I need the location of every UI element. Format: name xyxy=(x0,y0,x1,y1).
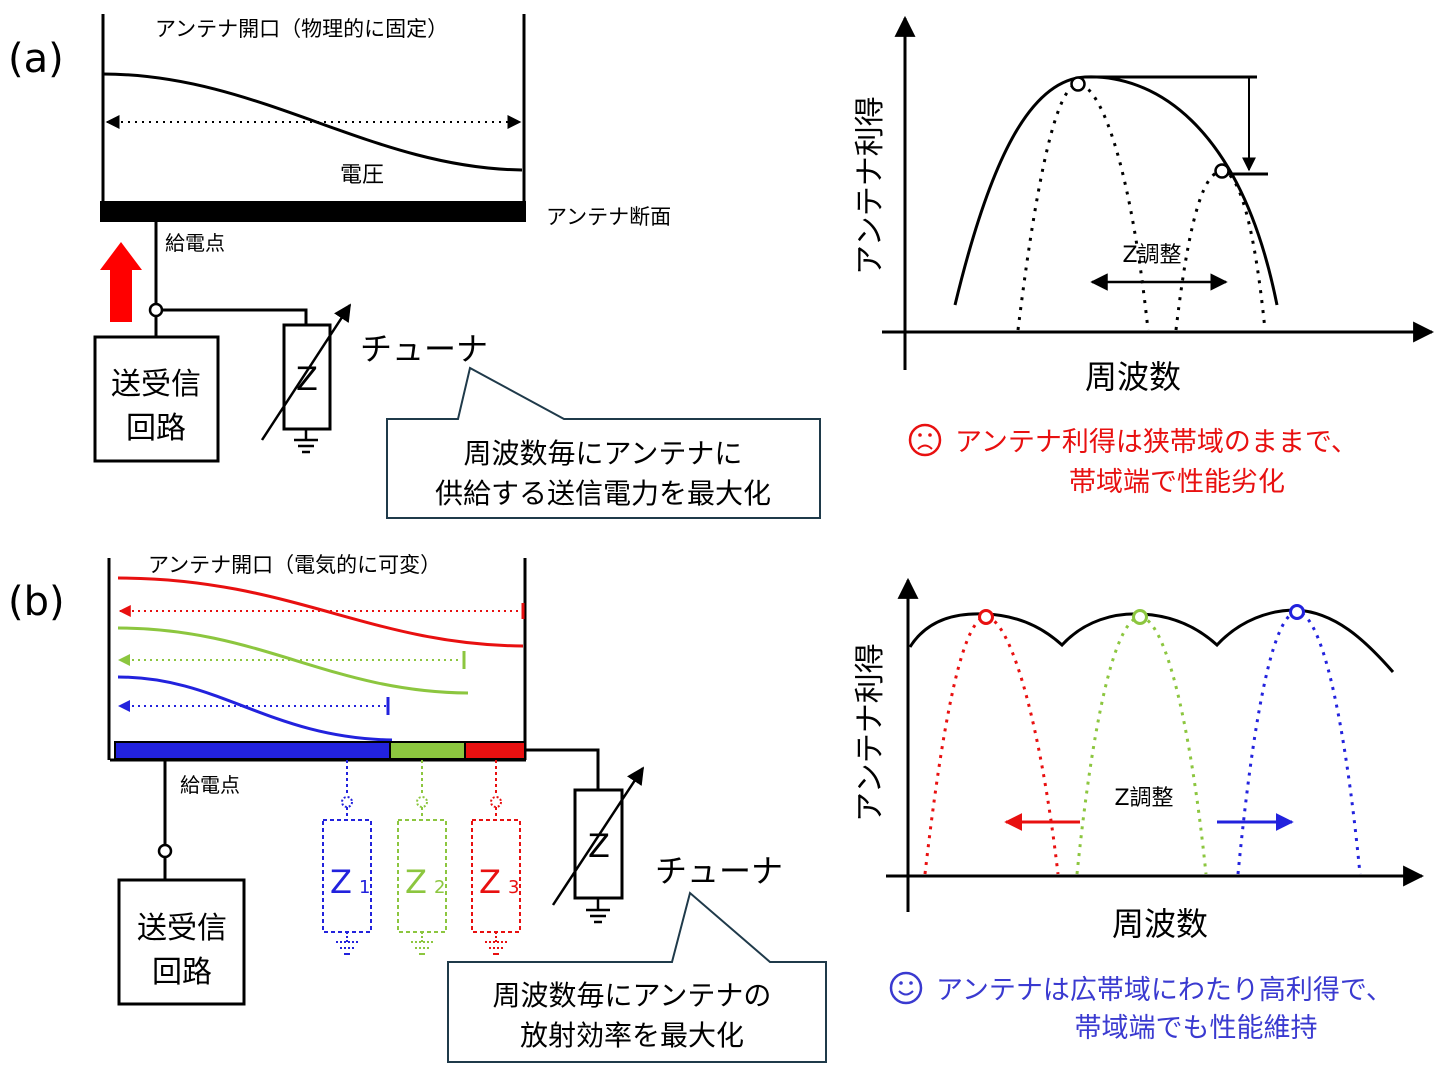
voltage-label: 電圧 xyxy=(340,163,384,188)
transceiver-line-1: 送受信 xyxy=(137,911,227,946)
peak-marker-red xyxy=(978,609,994,625)
peak-marker-1 xyxy=(1070,76,1086,92)
frown-face-icon xyxy=(908,423,942,457)
cross-section-blue xyxy=(114,741,391,760)
z-adjust-label: Z調整 xyxy=(1114,786,1173,811)
cross-section-red xyxy=(464,741,526,760)
variable-arrow xyxy=(551,766,645,906)
gain-curve-green xyxy=(1075,615,1208,875)
feed-point-node xyxy=(148,302,164,318)
z1-main: Z xyxy=(330,863,352,901)
transceiver-line-2: 回路 xyxy=(152,955,212,990)
panel-b: (b) アンテナ開口（電気的に可変） 給電点 送受信 回路 xyxy=(8,553,1425,1063)
ground-icon xyxy=(294,429,318,454)
gain-graph-a: アンテナ利得 周波数 Z調整 xyxy=(853,15,1435,396)
tuner-wire xyxy=(162,308,308,325)
z1-sub: 1 xyxy=(359,877,370,898)
callout-line-2: 供給する送信電力を最大化 xyxy=(435,477,771,510)
result-a-line-1: アンテナ利得は狭帯域のままで、 xyxy=(955,427,1358,458)
z3-main: Z xyxy=(479,863,501,901)
smile-face-icon xyxy=(889,971,923,1005)
callout-line-1: 周波数毎にアンテナに xyxy=(464,437,743,470)
feed-point-label: 給電点 xyxy=(165,231,225,255)
aperture-start-blue xyxy=(118,700,130,712)
impedance-z3: Z 3 xyxy=(471,760,521,955)
transceiver-line-2: 回路 xyxy=(126,411,186,446)
panel-a: (a) アンテナ開口（物理的に固定） 電圧 アンテナ断面 給電点 送受信 回路 … xyxy=(8,14,1435,519)
cross-section-label: アンテナ断面 xyxy=(546,205,671,229)
x-axis-label: 周波数 xyxy=(1085,358,1181,396)
y-axis-label: アンテナ利得 xyxy=(853,643,888,822)
peak-marker-2 xyxy=(1214,163,1230,179)
y-axis-label: アンテナ利得 xyxy=(853,96,888,275)
callout-line-2: 放射効率を最大化 xyxy=(520,1019,744,1052)
transceiver-box xyxy=(117,878,246,1006)
transceiver-line-1: 送受信 xyxy=(111,367,201,402)
ground-icon xyxy=(586,898,610,924)
impedance-z1: Z 1 xyxy=(322,760,372,955)
gain-curve-tuned-1 xyxy=(1016,82,1150,331)
gain-curve-blue xyxy=(1236,610,1362,875)
result-a-line-2: 帯域端で性能劣化 xyxy=(1069,467,1285,498)
result-b-line-1: アンテナは広帯域にわたり高利得で、 xyxy=(936,975,1393,1006)
panel-a-label: (a) xyxy=(8,36,64,82)
tuner-impedance-label: Z xyxy=(296,360,318,398)
result-b-line-2: 帯域端でも性能維持 xyxy=(1075,1013,1318,1044)
gain-graph-b: アンテナ利得 周波数 Z調整 xyxy=(853,577,1425,943)
variable-arrow xyxy=(260,303,352,441)
aperture-start-green xyxy=(118,654,130,666)
callout-line-1: 周波数毎にアンテナの xyxy=(493,979,772,1012)
callout-box xyxy=(447,891,827,1063)
tuner-impedance-label: Z xyxy=(588,827,610,865)
voltage-curve-blue xyxy=(117,675,393,742)
aperture-title: アンテナ開口（物理的に固定） xyxy=(155,17,448,41)
aperture-title: アンテナ開口（電気的に可変） xyxy=(148,553,441,577)
peak-marker-blue xyxy=(1289,604,1305,620)
gain-curve-tuned-2 xyxy=(1174,169,1267,331)
feed-point-label: 給電点 xyxy=(180,773,240,797)
peak-marker-green xyxy=(1132,609,1148,625)
callout-box xyxy=(386,366,821,519)
transceiver-box xyxy=(93,335,220,463)
tuner-label: チューナ xyxy=(655,852,783,890)
panel-b-label: (b) xyxy=(8,579,65,625)
cross-section-green xyxy=(389,741,466,760)
z-adjust-label: Z調整 xyxy=(1122,243,1181,268)
tuner-wire xyxy=(526,748,600,790)
tuner-label: チューナ xyxy=(360,330,488,368)
feed-power-arrow xyxy=(100,242,142,322)
x-axis-label: 周波数 xyxy=(1112,905,1208,943)
voltage-curve xyxy=(102,72,523,172)
feed-point-node xyxy=(157,843,173,859)
impedance-z2: Z 2 xyxy=(397,760,447,955)
z2-main: Z xyxy=(405,863,427,901)
z3-sub: 3 xyxy=(508,877,519,898)
z2-sub: 2 xyxy=(434,877,445,898)
envelope-gain-curve xyxy=(953,75,1279,306)
antenna-cross-section xyxy=(100,201,526,222)
gain-curve-red xyxy=(923,615,1060,875)
voltage-curve-red xyxy=(117,576,524,648)
